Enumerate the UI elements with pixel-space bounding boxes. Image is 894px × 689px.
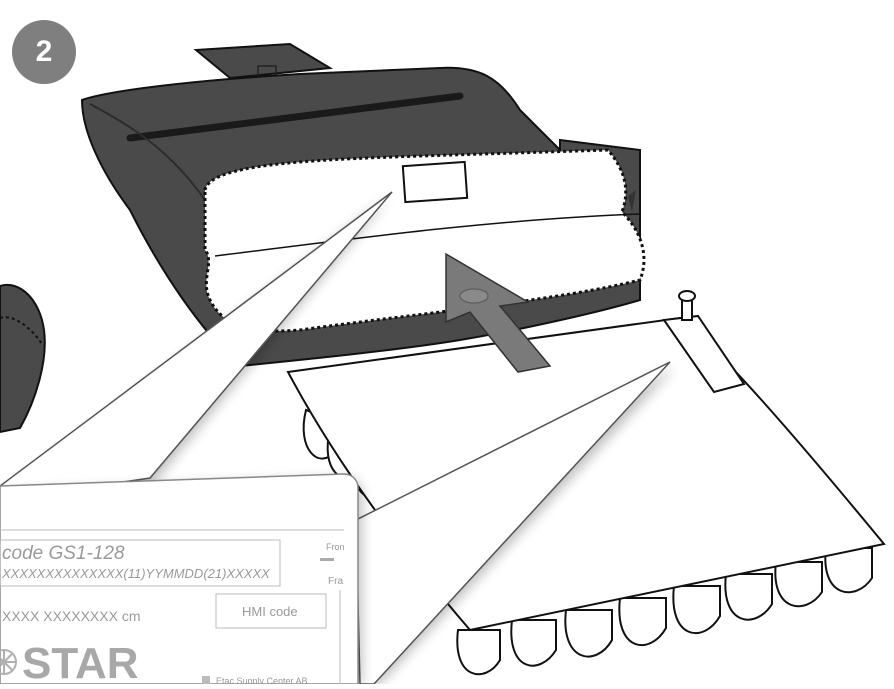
compass-star-icon [0,650,16,674]
side-text-front: Fron [326,542,345,552]
brand-logo-text: STAR [22,639,139,684]
barcode-format: XXXXXXXXXXXXXX(11)YYMMDD(21)XXXXX [1,566,271,581]
barcode-title: code GS1-128 [2,543,125,564]
step-badge: 2 [12,20,76,84]
step-number: 2 [12,20,76,84]
side-text-fra: Fra [328,576,343,587]
dimensions-text: XXXX XXXXXXXX cm [2,608,141,624]
supplier-text: Etac Supply Center AB [216,676,308,684]
hmi-code-label: HMI code [242,604,298,619]
